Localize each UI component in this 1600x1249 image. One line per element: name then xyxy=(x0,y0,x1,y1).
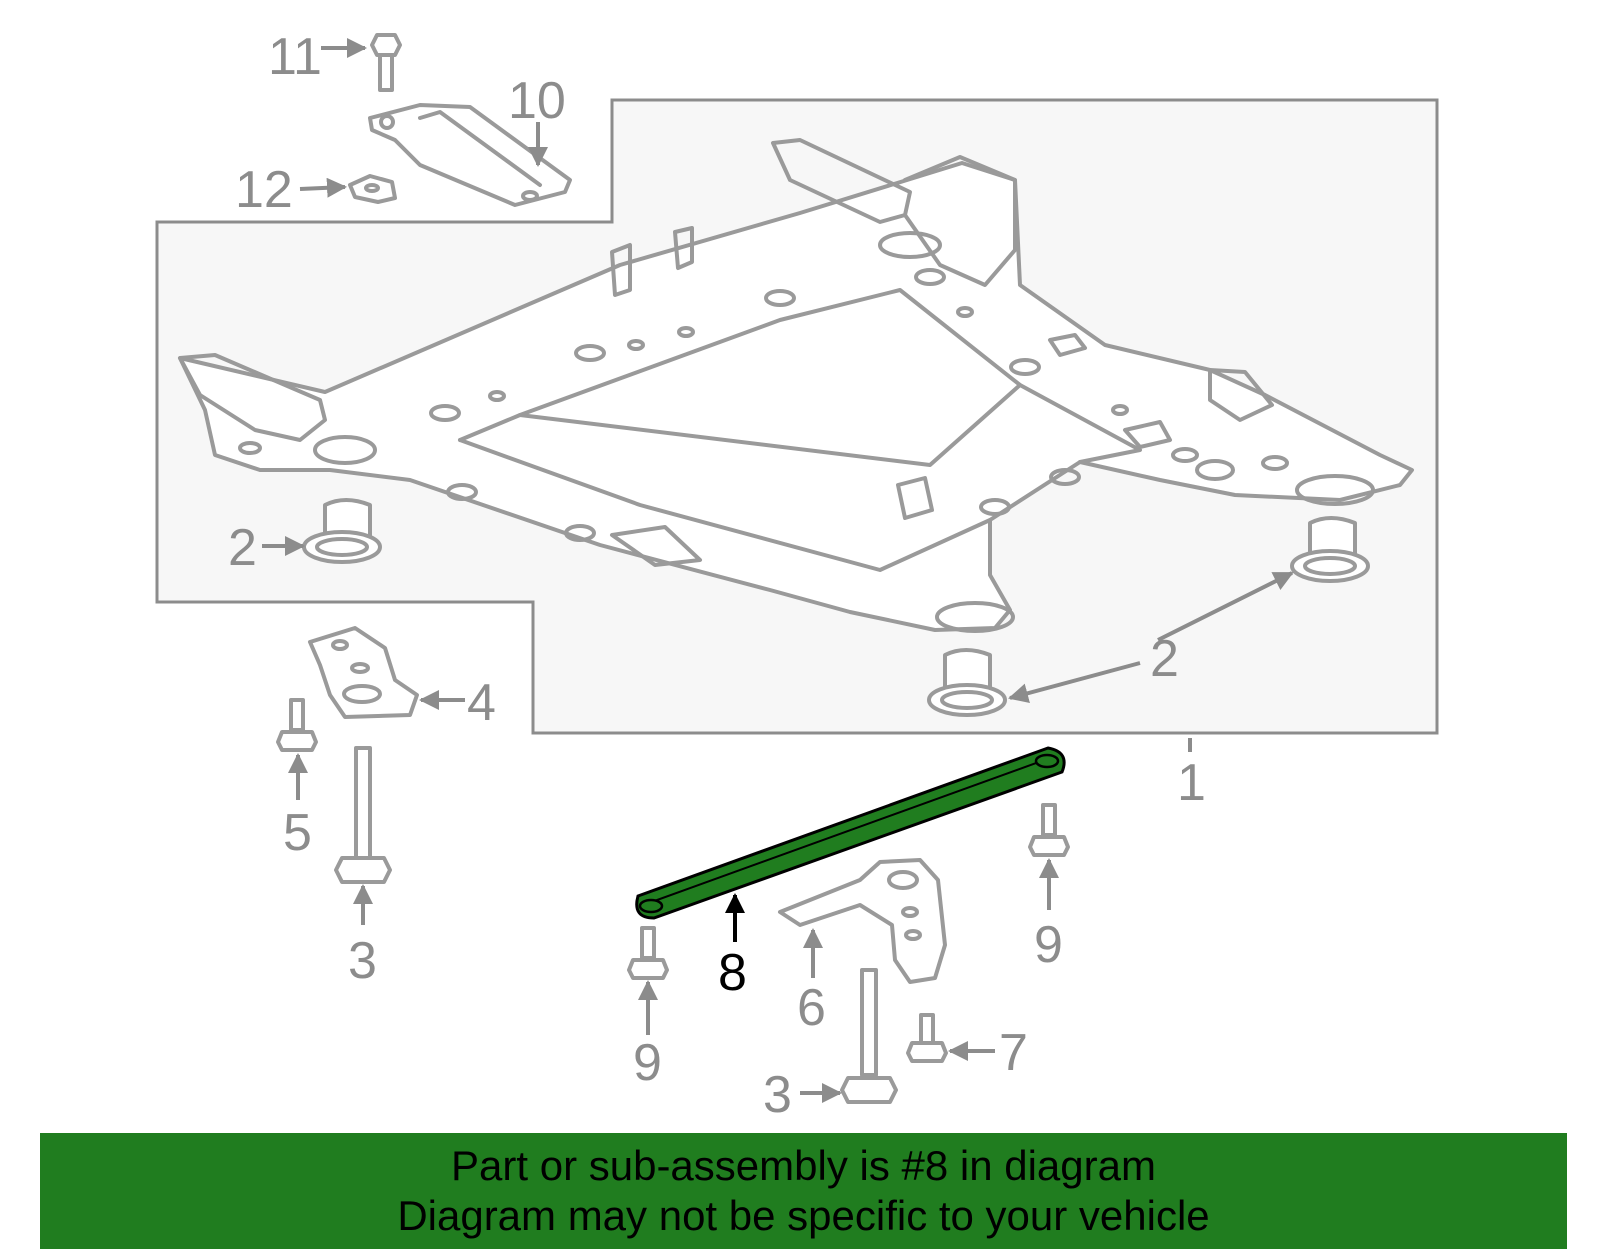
callout-6: 6 xyxy=(797,979,826,1037)
callout-5: 5 xyxy=(283,804,312,862)
callout-2-left: 2 xyxy=(228,519,257,577)
callout-1: 1 xyxy=(1177,754,1206,812)
bolt-3-lower xyxy=(840,968,898,1104)
info-banner: Part or sub-assembly is #8 in diagram Di… xyxy=(40,1133,1567,1249)
callout-3-lower: 3 xyxy=(763,1066,792,1124)
banner-line-part-info: Part or sub-assembly is #8 in diagram xyxy=(451,1142,1156,1189)
callout-9-left: 9 xyxy=(633,1034,662,1092)
bushing-right xyxy=(1290,516,1370,583)
bushing-center xyxy=(927,648,1007,717)
callout-4: 4 xyxy=(467,674,496,732)
callout-11: 11 xyxy=(268,28,322,86)
bolt-9-right xyxy=(1028,803,1070,857)
bolt-7 xyxy=(906,1013,948,1063)
callout-arrows xyxy=(262,38,1294,1103)
callout-3-upper: 3 xyxy=(348,932,377,990)
callout-8-highlighted[interactable]: 8 xyxy=(718,944,747,1002)
bolt-5 xyxy=(276,698,318,752)
subframe-crossmember xyxy=(178,138,1414,633)
nut-12 xyxy=(348,174,397,204)
callout-9-right: 9 xyxy=(1034,916,1063,974)
highlighted-part-8-brace[interactable] xyxy=(635,746,1066,920)
callout-7: 7 xyxy=(999,1024,1028,1082)
callout-10: 10 xyxy=(508,72,566,130)
bracket-4 xyxy=(308,626,419,719)
bracket-6 xyxy=(778,858,947,984)
bolt-11 xyxy=(370,33,402,92)
callout-12: 12 xyxy=(235,161,293,219)
callout-2-right: 2 xyxy=(1150,630,1179,688)
bolt-9-left xyxy=(627,926,669,980)
bracket-10 xyxy=(368,103,572,207)
bushing-left xyxy=(302,498,382,564)
bolt-3-upper xyxy=(334,746,392,884)
banner-line-disclaimer: Diagram may not be specific to your vehi… xyxy=(397,1192,1210,1239)
